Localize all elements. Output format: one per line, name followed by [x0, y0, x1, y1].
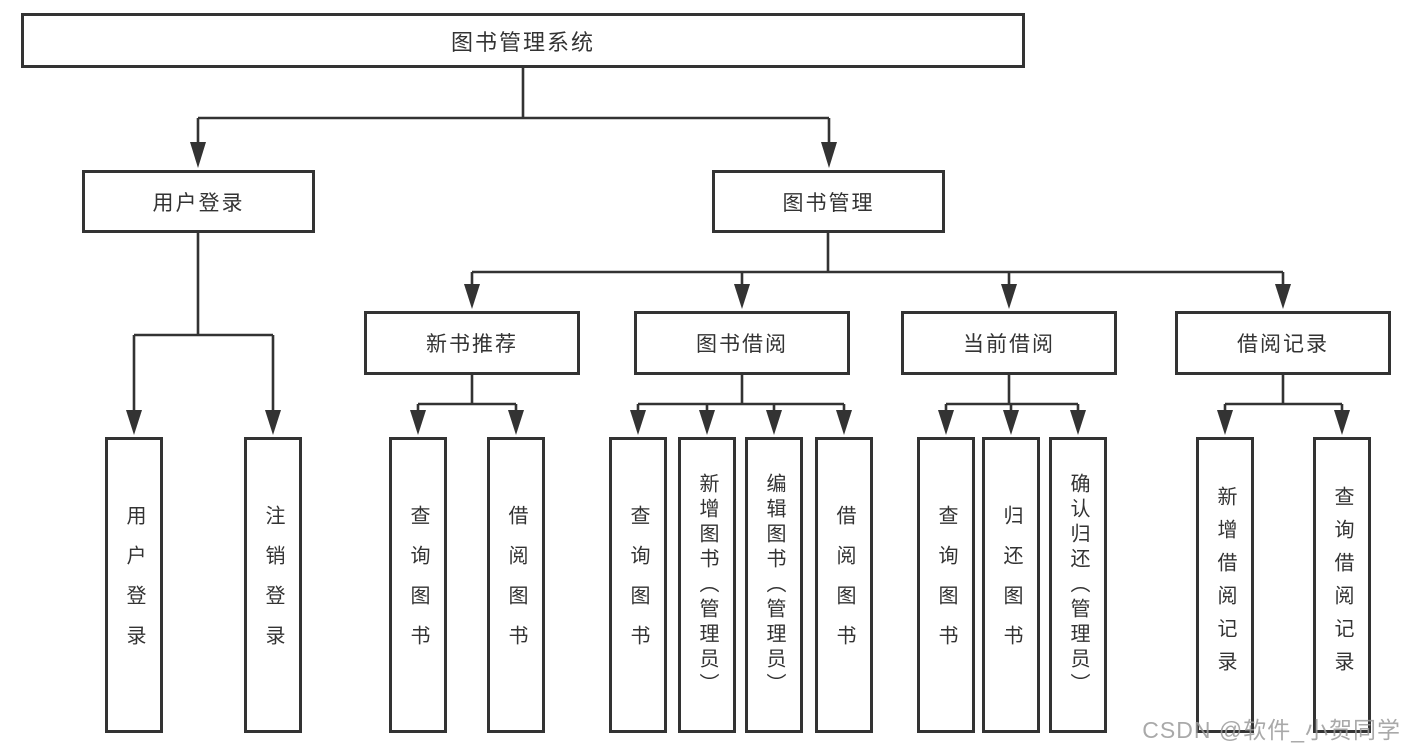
leaf-bb-query-book: 查询图书 [609, 437, 667, 733]
node-book-mgmt: 图书管理 [712, 170, 945, 233]
node-borrow-record: 借阅记录 [1175, 311, 1391, 375]
leaf-bb-add-book-admin: 新增图书（管理员） [678, 437, 736, 733]
node-new-book-rec: 新书推荐 [364, 311, 580, 375]
node-current-borrow: 当前借阅 [901, 311, 1117, 375]
node-user-login: 用户登录 [82, 170, 315, 233]
leaf-bb-edit-book-admin: 编辑图书（管理员） [745, 437, 803, 733]
node-root: 图书管理系统 [21, 13, 1025, 68]
leaf-cb-query-book: 查询图书 [917, 437, 975, 733]
leaf-cb-confirm-return-admin: 确认归还（管理员） [1049, 437, 1107, 733]
leaf-cb-return-book: 归还图书 [982, 437, 1040, 733]
leaf-bb-borrow-book: 借阅图书 [815, 437, 873, 733]
leaf-logout: 注销登录 [244, 437, 302, 733]
leaf-nbr-borrow-book: 借阅图书 [487, 437, 545, 733]
csdn-watermark: CSDN @软件_小贺同学 [1142, 717, 1401, 743]
arrowheads [126, 142, 1350, 435]
node-book-borrow: 图书借阅 [634, 311, 850, 375]
leaf-nbr-query-book: 查询图书 [389, 437, 447, 733]
leaf-br-query-record: 查询借阅记录 [1313, 437, 1371, 733]
leaf-user-login: 用户登录 [105, 437, 163, 733]
leaf-br-add-record: 新增借阅记录 [1196, 437, 1254, 733]
